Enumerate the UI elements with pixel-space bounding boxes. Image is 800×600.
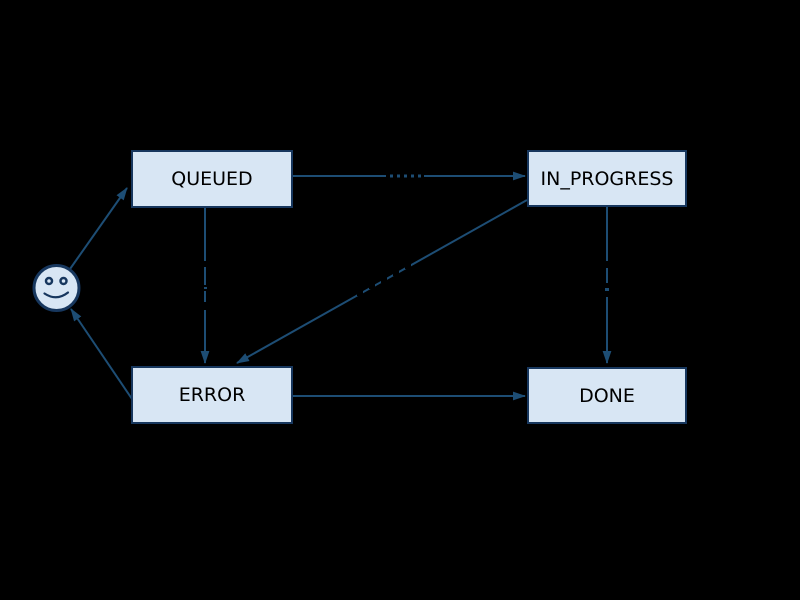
node-error-label: ERROR [178,384,246,406]
node-error: ERROR [131,366,293,424]
invisible-label-artifact-in-progress-done [601,261,613,297]
smiley-face-icon [32,264,81,312]
node-in-progress: IN_PROGRESS [527,150,687,207]
node-queued: QUEUED [131,150,293,208]
invisible-label-artifact-in-progress-error [357,263,411,296]
edge-error-to-start [70,308,133,400]
node-in-progress-label: IN_PROGRESS [540,167,674,190]
invisible-label-artifact-queued-error [199,261,211,310]
edge-start-to-queued [69,187,128,270]
node-done-label: DONE [579,384,635,407]
invisible-label-artifact-queued-in-progress [386,169,424,183]
node-done: DONE [527,367,687,424]
node-queued-label: QUEUED [171,168,253,190]
